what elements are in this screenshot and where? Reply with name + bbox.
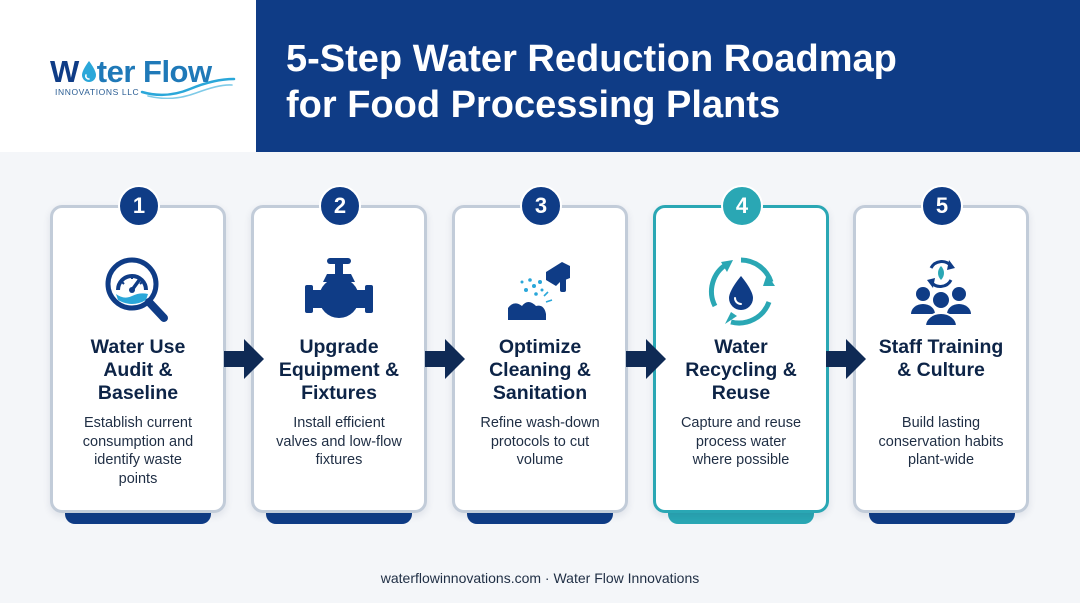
arrow-right-icon [626, 339, 666, 379]
step-5-description: Build lasting conservation habits plant-… [878, 415, 1004, 468]
step-5-number: 5 [921, 185, 963, 227]
step-card-3: Optimize Cleaning & Sanitation Refine wa… [452, 205, 628, 513]
gauge-magnifier-icon [105, 257, 168, 322]
footer-text: waterflowinnovations.com · Water Flow In… [380, 570, 700, 586]
step-2-number: 2 [319, 185, 361, 227]
step-1-description: Establish current consumption and identi… [82, 415, 194, 487]
step-card-2: Upgrade Equipment & Fixtures Install eff… [251, 205, 427, 513]
water-drop-icon [82, 61, 96, 82]
step-1-title: Water Use Audit & Baseline [90, 336, 186, 404]
header-band: 5-Step Water Reduction Roadmap for Food … [256, 0, 1080, 152]
page-title: 5-Step Water Reduction Roadmap for Food … [286, 38, 897, 126]
arrow-right-icon [224, 339, 264, 379]
step-card-1: Water Use Audit & Baseline Establish cur… [50, 205, 226, 513]
arrow-right-icon [826, 339, 866, 379]
step-4-number: 4 [721, 185, 763, 227]
step-card-4: Water Recycling & Reuse Capture and reus… [653, 205, 829, 513]
spray-nozzle-icon [508, 262, 570, 320]
step-3-title: Optimize Cleaning & Sanitation [489, 336, 591, 404]
recycle-water-icon [709, 257, 775, 326]
step-4-description: Capture and reuse process water where po… [680, 415, 802, 468]
step-4-title: Water Recycling & Reuse [685, 336, 797, 404]
step-1-number: 1 [118, 185, 160, 227]
arrow-right-icon [425, 339, 465, 379]
step-2-title: Upgrade Equipment & Fixtures [278, 336, 400, 404]
step-card-5: Staff Training & Culture Build lasting c… [853, 205, 1029, 513]
logo-subtitle: INNOVATIONS LLC [55, 87, 140, 97]
logo-word-part1: W [50, 54, 79, 89]
team-training-icon [911, 260, 971, 327]
step-3-description: Refine wash-down protocols to cut volume [480, 415, 600, 468]
valve-icon [305, 258, 373, 318]
step-5-title: Staff Training & Culture [878, 336, 1004, 381]
logo-word-part2: ter Flow [96, 54, 212, 89]
step-2-description: Install efficient valves and low-flow fi… [276, 415, 402, 468]
logo-wave-icon [140, 77, 236, 99]
step-3-number: 3 [520, 185, 562, 227]
